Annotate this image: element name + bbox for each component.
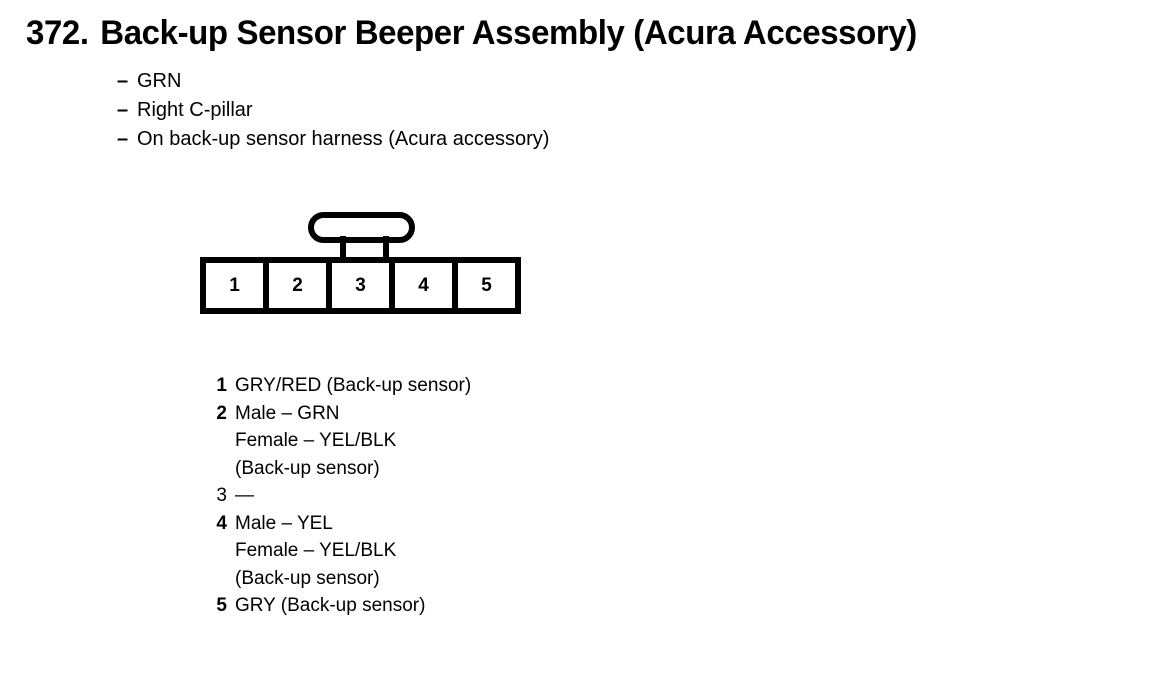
connector-pin-4: 4 (395, 263, 458, 308)
pin-legend-row: 3— (205, 482, 471, 510)
pin-legend-number: 4 (216, 512, 227, 534)
page-title: 372. Back-up Sensor Beeper Assembly (Acu… (26, 13, 917, 53)
pin-legend-line: GRY (Back-up sensor) (235, 595, 426, 616)
pin-legend-row: 1 GRY/RED (Back-up sensor) (205, 372, 471, 400)
pin-legend-line: GRY/RED (Back-up sensor) (235, 375, 472, 396)
pin-legend-line: Female – YEL/BLK (235, 430, 397, 451)
connector-pin-3: 3 (332, 263, 395, 308)
pin-legend-line: (Back-up sensor) (235, 567, 380, 589)
pin-legend-row: 2 Male – GRN Female – YEL/BLK (Back-up sens… (205, 400, 471, 483)
pin-legend-line: (Back-up sensor) (235, 457, 380, 479)
pin-legend-description: GRY (Back-up sensor) (235, 592, 425, 620)
dash-bullet-icon: – (117, 70, 129, 92)
pin-legend-number: 5 (216, 595, 227, 616)
connector-pin-1: 1 (206, 263, 269, 308)
spec-list-item: –On back-up sensor harness (Acura access… (117, 125, 549, 154)
page-title-number: 372. (26, 14, 89, 52)
pin-legend-line: Female – YEL/BLK (235, 540, 397, 561)
page-title-text: Back-up Sensor Beeper Assembly (Acura Ac… (100, 14, 917, 52)
pin-legend-description: — (235, 482, 254, 510)
spec-list-item-label: GRN (137, 70, 182, 92)
connector-latch-icon (308, 212, 415, 243)
pin-legend-line: — (235, 485, 254, 506)
connector-pin-2: 2 (269, 263, 332, 308)
spec-list-item-label: On back-up sensor harness (Acura accesso… (137, 128, 550, 150)
pin-legend-number: 1 (216, 375, 227, 396)
pin-legend-number: 2 (216, 402, 227, 424)
pin-legend-description: Male – GRN Female – YEL/BLK (Back-up senso… (235, 400, 396, 483)
connector-latch-leg-right-icon (383, 236, 389, 260)
pin-legend: 1 GRY/RED (Back-up sensor) 2 Male – GRN Fema… (205, 372, 471, 620)
pin-legend-line: Male – GRN (235, 402, 340, 424)
spec-list-item: –Right C-pillar (117, 96, 549, 125)
spec-list-item: –GRN (117, 67, 549, 96)
spec-list: –GRN–Right C-pillar–On back-up sensor ha… (117, 67, 549, 154)
connector-latch-leg-left-icon (340, 236, 346, 260)
spec-list-item-label: Right C-pillar (137, 99, 253, 121)
pin-legend-row: 4 Male – YEL Female – YEL/BLK (Back-up sens… (205, 510, 471, 593)
pin-legend-description: Male – YEL Female – YEL/BLK (Back-up senso… (235, 510, 396, 593)
connector-pin-5: 5 (458, 263, 515, 308)
dash-bullet-icon: – (117, 128, 129, 150)
pin-legend-number: 3 (216, 485, 227, 506)
pin-legend-line: Male – YEL (235, 512, 333, 534)
pin-legend-row: 5 GRY (Back-up sensor) (205, 592, 471, 620)
dash-bullet-icon: – (117, 99, 129, 121)
pin-legend-description: GRY/RED (Back-up sensor) (235, 372, 471, 400)
